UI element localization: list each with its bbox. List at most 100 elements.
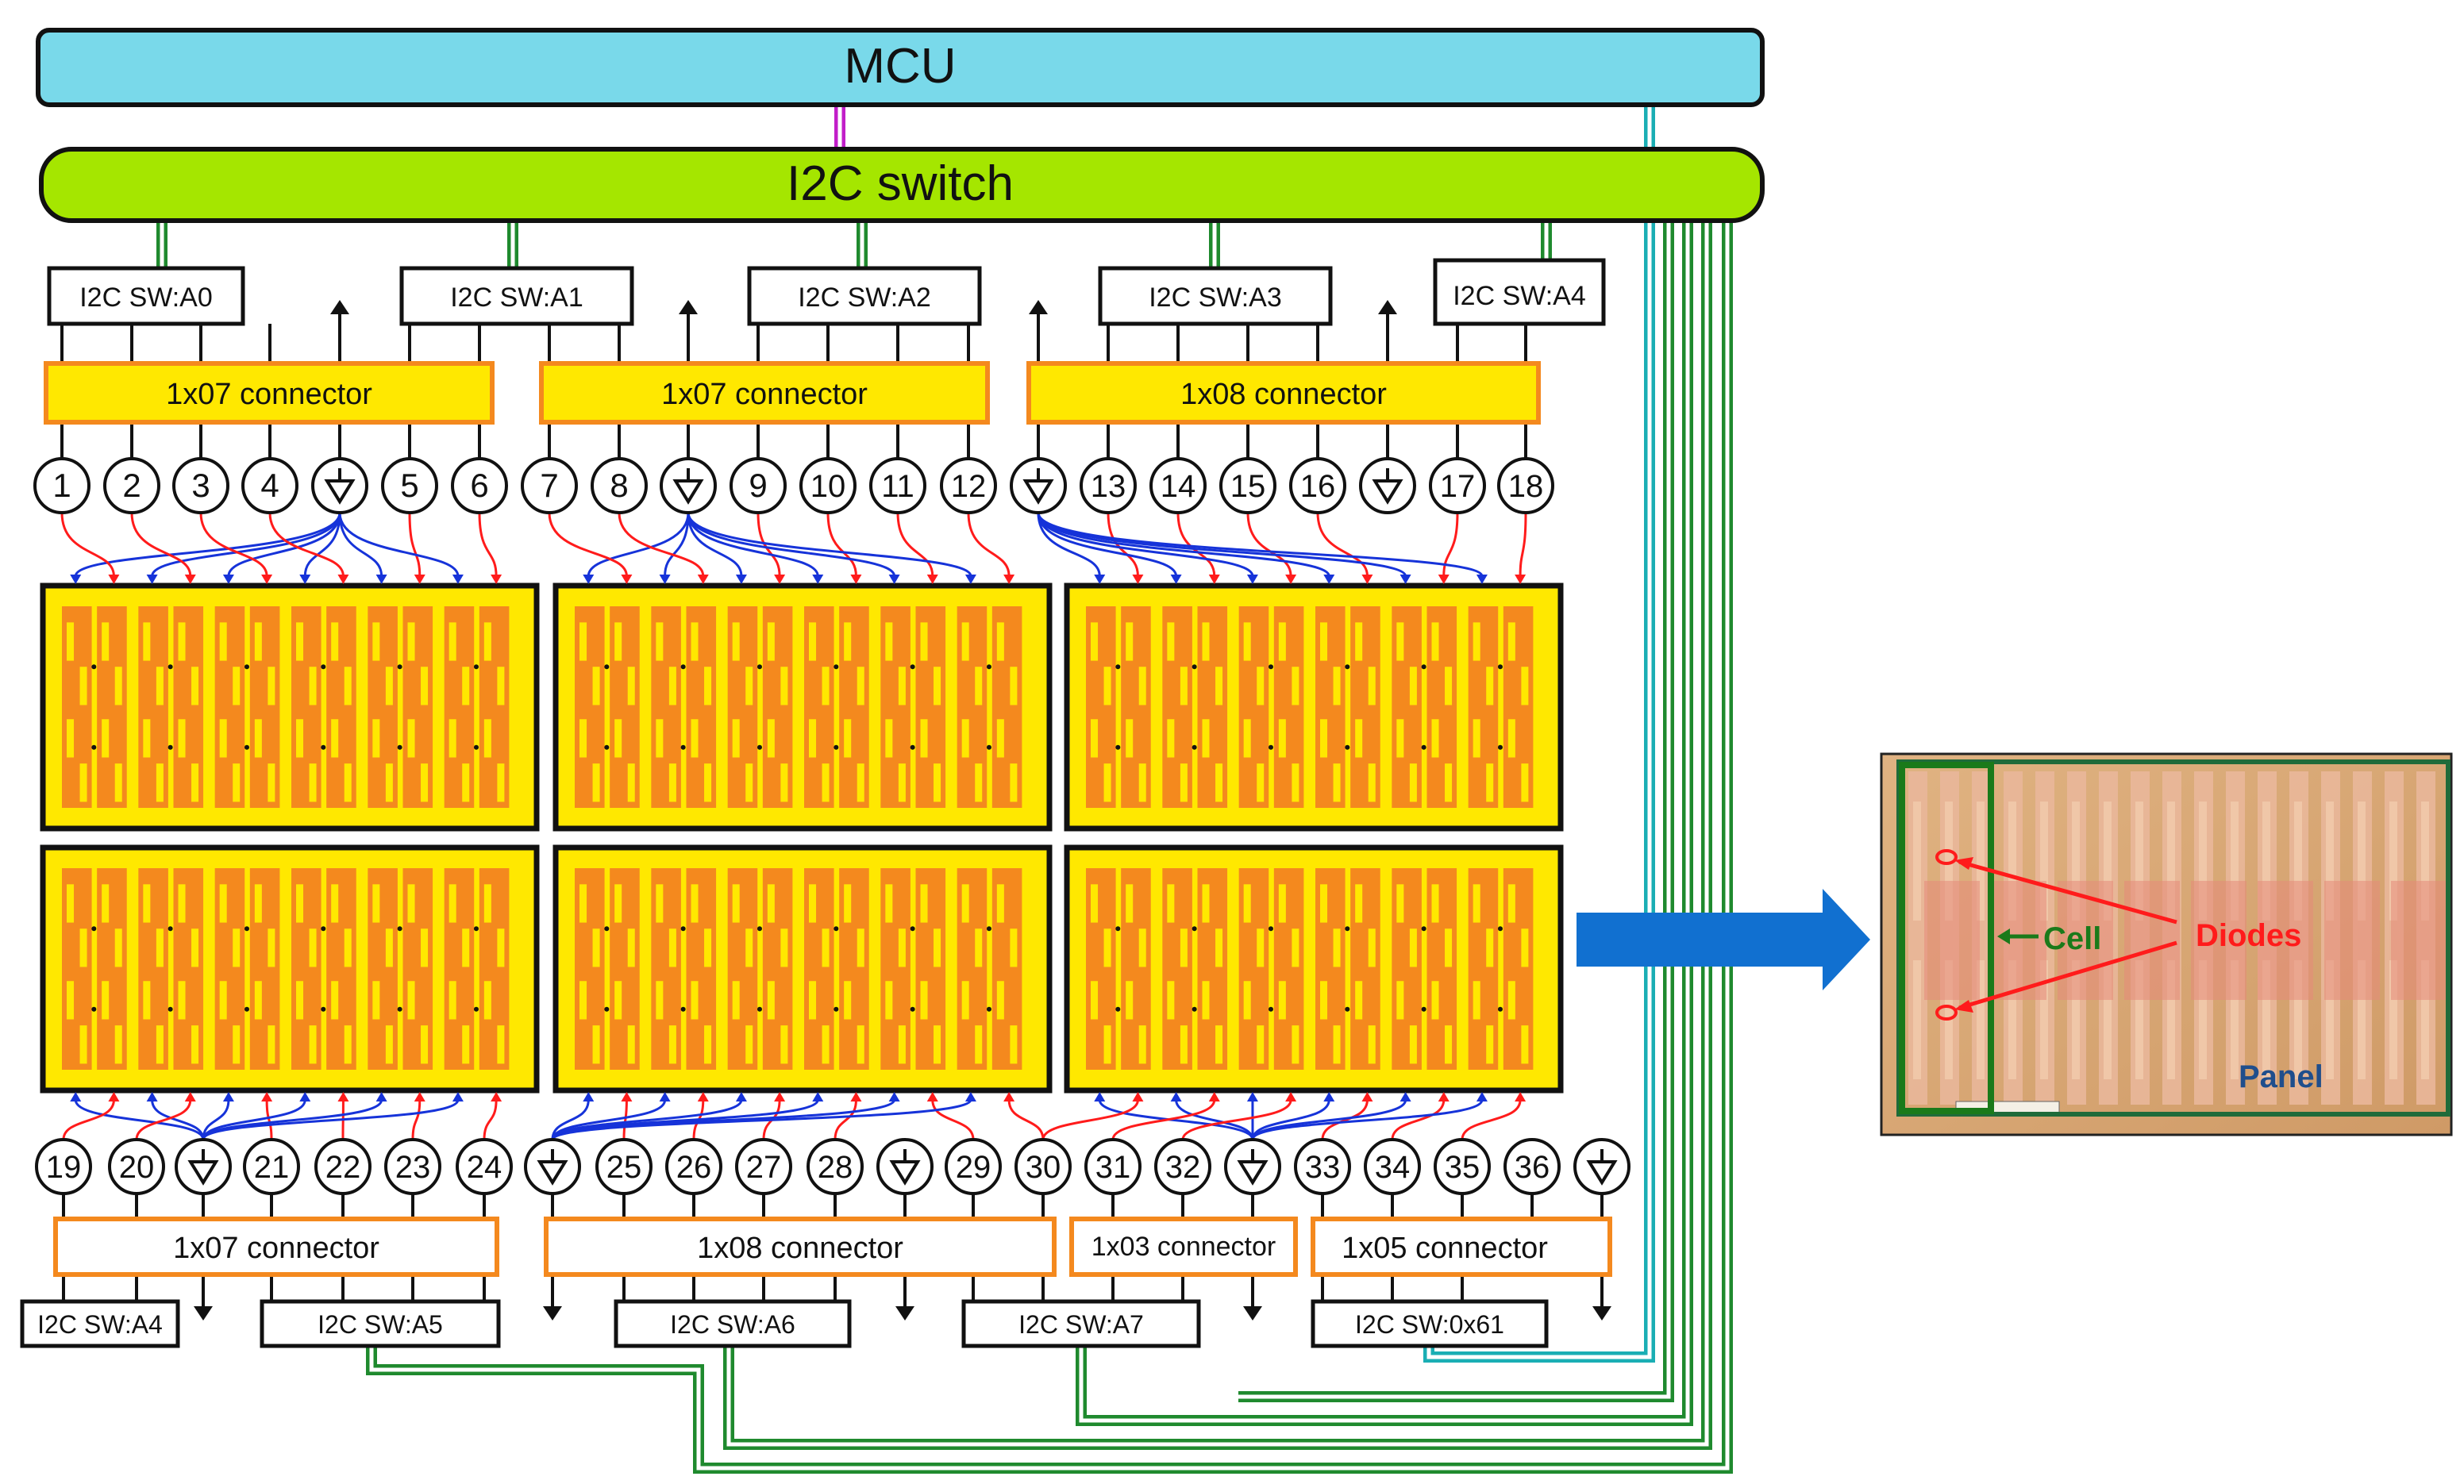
diode-dot-1-11-a (986, 664, 991, 670)
diode-dot-0-1-b (91, 744, 97, 750)
top-trace-2-7 (1316, 512, 1369, 577)
cell-2-1 (1121, 606, 1151, 808)
slot-4-8-3 (898, 1025, 906, 1064)
photo-strip-slot-b-0 (1913, 960, 1921, 1079)
diode-dot-0-3-a (167, 664, 173, 670)
cell-3-5 (249, 868, 280, 1070)
slot-4-0-2 (579, 981, 587, 1020)
top-trace-head-0-1 (108, 575, 120, 584)
slot-0-11-1 (497, 667, 505, 705)
photo-pink-band-0 (1924, 881, 1980, 1000)
top-connector-label-2: 1x07 connector (661, 378, 868, 411)
bottom-trace-head-2-1 (1132, 1092, 1144, 1101)
slot-4-7-0 (844, 884, 852, 923)
top-trace-head-1-9 (926, 575, 938, 584)
top-trace-head-0-10 (452, 575, 464, 584)
slot-1-3-2 (691, 719, 699, 758)
bus-green-a5-inner (369, 221, 1730, 1471)
slot-2-9-0 (1431, 622, 1439, 661)
top-pin-8-circle (591, 457, 648, 514)
cell-4-5 (762, 868, 793, 1070)
bottom-trace-head-2-10 (1476, 1092, 1488, 1101)
slot-5-3-0 (1202, 884, 1210, 923)
slot-5-5-0 (1278, 884, 1286, 923)
slot-0-0-0 (67, 622, 75, 661)
bottom-trace-0-1 (62, 1099, 115, 1140)
top-trace-0-3 (130, 512, 192, 577)
bus-lines (156, 105, 1733, 1474)
cell-2-2 (1162, 606, 1192, 808)
slot-4-3-3 (704, 1025, 712, 1064)
top-pin-20-circle (1429, 457, 1486, 514)
bottom-sw-label-a6: I2C SW:A6 (670, 1310, 795, 1339)
top-trace-head-2-6 (1323, 575, 1335, 584)
slot-1-8-2 (885, 719, 893, 758)
top-trace-2-1 (1107, 512, 1139, 577)
slot-3-5-0 (254, 884, 262, 923)
top-connector-label-3: 1x08 connector (1180, 378, 1387, 411)
bottom-connector-label-4: 1x05 connector (1342, 1232, 1548, 1265)
slot-0-8-0 (372, 622, 380, 661)
slot-1-1-0 (614, 622, 622, 661)
bottom-pin-7-ground-icon (537, 1149, 568, 1186)
slot-4-11-2 (996, 981, 1004, 1020)
top-pin-16-label: 14 (1161, 469, 1196, 504)
bottom-pin-15-label: 31 (1095, 1150, 1131, 1185)
slot-4-4-1 (745, 928, 753, 967)
top-trace-1-3 (618, 512, 705, 577)
slot-0-11-3 (497, 763, 505, 802)
slot-5-7-3 (1368, 1025, 1376, 1064)
slot-0-7-1 (344, 667, 352, 705)
bottom-sw-box-a4 (20, 1299, 180, 1348)
slot-3-2-1 (156, 928, 164, 967)
bottom-down-arrow-1-head (543, 1306, 562, 1321)
bottom-trace-1-11 (1007, 1099, 1045, 1140)
photo-strip-slot-b-9 (2199, 960, 2207, 1079)
cell-outline (1899, 762, 1994, 1114)
top-connector-2 (539, 361, 990, 425)
slot-2-10-3 (1486, 763, 1494, 802)
diode-dot-1-5-a (757, 664, 762, 670)
bottom-connector-1 (53, 1217, 499, 1277)
slot-2-5-3 (1292, 763, 1299, 802)
bottom-trace-2-10 (1251, 1099, 1484, 1140)
slot-1-7-0 (844, 622, 852, 661)
diode-dot-0-5-b (244, 744, 249, 750)
bottom-trace-head-1-0 (583, 1092, 595, 1101)
top-pin-19-ground-icon (1372, 468, 1403, 505)
top-trace-1-6 (687, 512, 819, 577)
slot-3-4-0 (219, 884, 227, 923)
slot-0-7-0 (331, 622, 339, 661)
bottom-trace-head-1-3 (697, 1092, 709, 1101)
slot-0-3-3 (191, 763, 199, 802)
cell-2-5 (1273, 606, 1304, 808)
top-trace-0-6 (303, 512, 341, 577)
diode-dot-3-1-a (91, 926, 97, 932)
top-trace-head-0-4 (222, 575, 234, 584)
bottom-trace-head-1-4 (735, 1092, 747, 1101)
photo-strip-slot-b-13 (2326, 960, 2334, 1079)
slot-3-7-3 (344, 1025, 352, 1064)
slot-1-3-0 (691, 622, 699, 661)
top-pin-19-circle (1359, 457, 1416, 514)
slot-3-11-3 (497, 1025, 505, 1064)
slot-4-1-2 (614, 981, 622, 1020)
slot-4-4-0 (732, 884, 740, 923)
cell-0-8 (368, 606, 398, 808)
cell-4-1 (610, 868, 640, 1070)
diode-dot-4-11-b (986, 1006, 991, 1012)
slot-3-11-0 (483, 884, 491, 923)
slot-0-5-2 (254, 719, 262, 758)
slot-5-5-1 (1292, 928, 1299, 967)
diode-dot-2-9-b (1421, 744, 1426, 750)
top-trace-head-0-2 (146, 575, 158, 584)
slot-1-7-1 (857, 667, 864, 705)
slot-0-6-1 (309, 667, 317, 705)
bottom-trace-head-1-1 (621, 1092, 633, 1101)
diode-dot-5-11-b (1497, 1006, 1503, 1012)
slot-5-7-1 (1368, 928, 1376, 967)
bottom-trace-head-2-11 (1515, 1092, 1527, 1101)
slot-1-4-3 (745, 763, 753, 802)
slot-3-2-2 (143, 981, 151, 1020)
bottom-pin-1-label: 20 (119, 1150, 155, 1185)
